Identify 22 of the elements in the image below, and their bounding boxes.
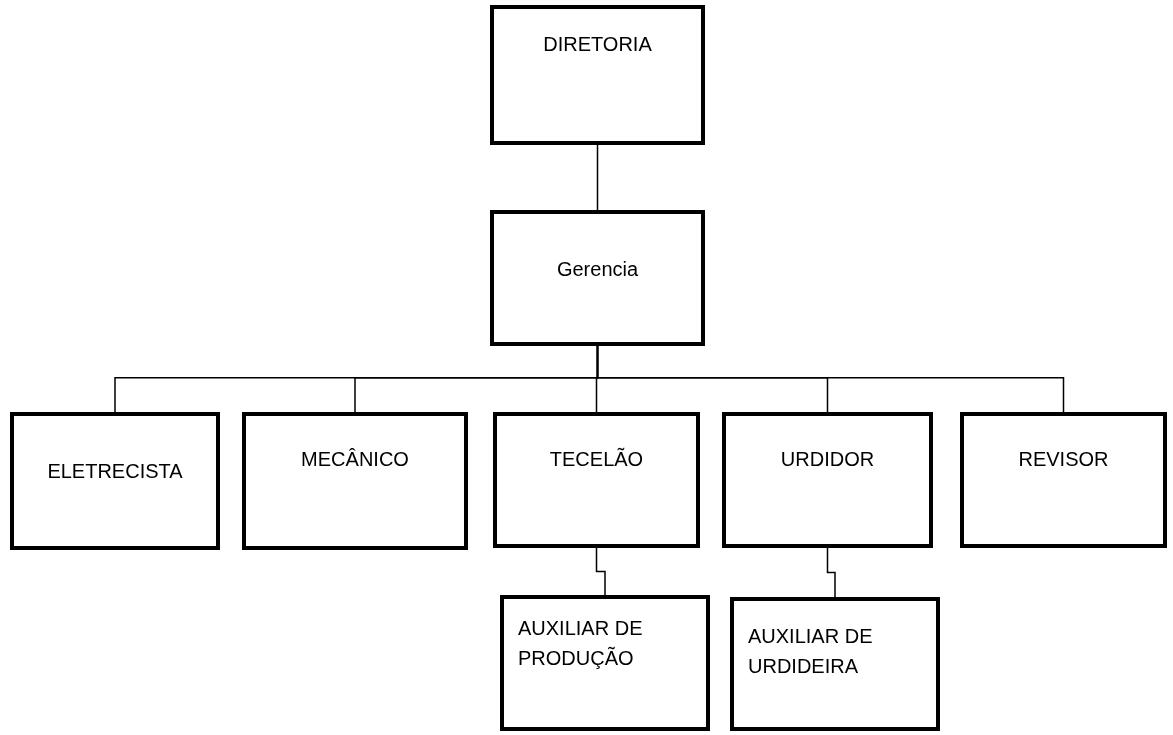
org-box [242,412,468,550]
org-box [10,412,220,550]
connector-line [826,547,836,598]
box-label: URDIDOR [780,447,875,472]
box-label: ELETRECISTA [47,459,183,484]
connector-line [595,547,606,596]
box-label: REVISOR [1018,447,1109,472]
org-box [493,412,700,548]
org-box [500,595,710,731]
org-box [730,597,940,731]
box-label: AUXILIAR DE URDIDEIRA [748,624,874,679]
box-label: AUXILIAR DE PRODUÇÃO [518,616,644,671]
box-label: DIRETORIA [543,32,652,57]
box-label: MECÂNICO [301,447,409,472]
org-box [490,210,705,346]
org-box [960,412,1167,548]
org-box [490,5,705,145]
box-label: Gerencia [556,257,639,282]
org-box [722,412,933,548]
connector-line [596,345,1065,413]
box-label: TECELÃO [549,446,644,472]
connector-line [596,144,599,211]
